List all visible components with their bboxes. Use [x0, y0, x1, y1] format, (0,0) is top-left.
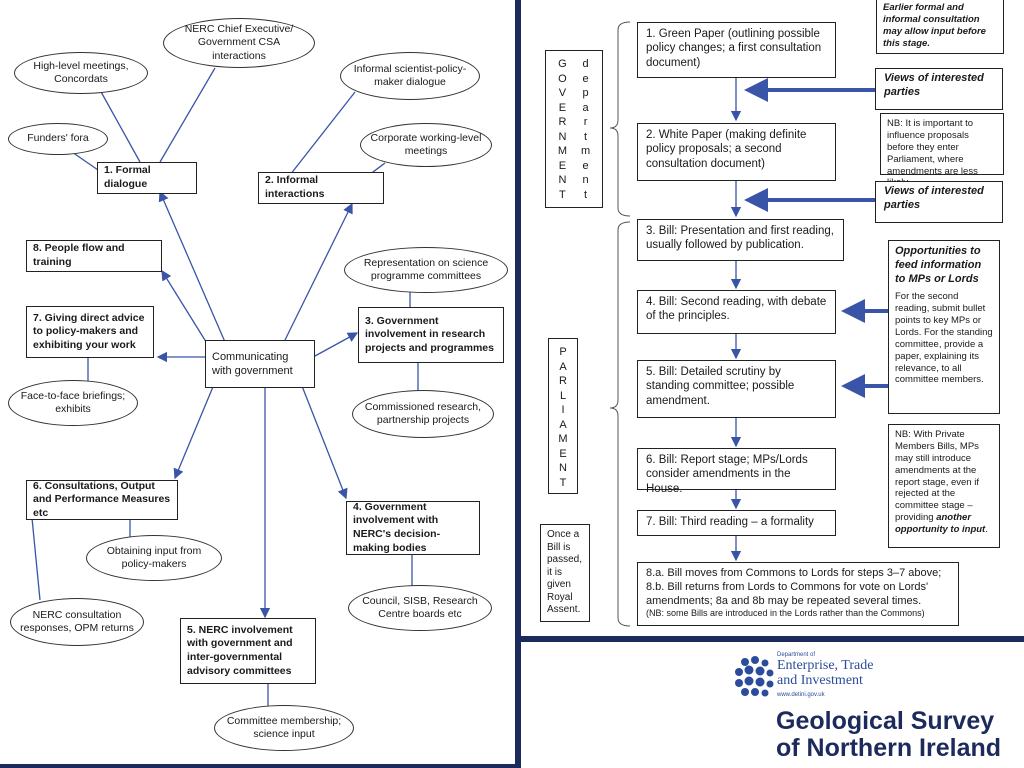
step-8b-text: 8.b. Bill returns from Lords to Commons …	[646, 580, 929, 607]
step-nb-text: (NB: some Bills are introduced in the Lo…	[646, 608, 925, 619]
box-direct-advice: 7. Giving direct advice to policy-makers…	[26, 306, 154, 358]
nb-private-end: .	[985, 524, 988, 535]
step-second-reading: 4. Bill: Second reading, with debate of …	[637, 290, 836, 334]
step-lords-commons: 8.a. Bill moves from Commons to Lords fo…	[637, 562, 959, 626]
opportunities-note: Opportunities to feed information to MPs…	[888, 240, 1000, 414]
step-report-stage: 6. Bill: Report stage; MPs/Lords conside…	[637, 448, 836, 495]
opportunities-title: Opportunities to feed information to MPs…	[895, 245, 982, 285]
ellipse-high-level-meetings: High-level meetings, Concordats	[14, 52, 148, 94]
horizontal-divider	[515, 636, 1024, 642]
step-green-paper: 1. Green Paper (outlining possible polic…	[637, 22, 836, 78]
box-formal-dialogue: 1. Formal dialogue	[97, 162, 197, 194]
box-consultations: 6. Consultations, Output and Performance…	[26, 480, 178, 520]
vertical-divider	[515, 0, 521, 768]
royal-assent-note: Once a Bill is passed, it is given Royal…	[540, 524, 590, 622]
ellipse-nerc-consultation: NERC consultation responses, OPM returns	[10, 598, 144, 646]
nb-private-text: NB: With Private Members Bills, MPs may …	[895, 429, 979, 524]
ellipse-funders-fora: Funders' fora	[8, 123, 108, 155]
views-parties-2: Views of interested parties	[875, 181, 1003, 223]
box-informal-interactions: 2. Informal interactions	[258, 172, 384, 204]
box-people-flow: 8. People flow and training	[26, 240, 162, 272]
step-first-reading: 3. Bill: Presentation and first reading,…	[637, 219, 844, 261]
gsni-title-line-1: Geological Survey	[776, 707, 995, 735]
step-standing-committee: 5. Bill: Detailed scrutiny by standing c…	[637, 360, 836, 418]
step-third-reading: 7. Bill: Third reading – a formality	[637, 510, 836, 536]
ellipse-informal-dialogue: Informal scientist-policy-maker dialogue	[340, 52, 480, 100]
diagram-connectors	[31, 67, 419, 708]
bottom-border	[0, 764, 515, 768]
dept-url: www.detini.gov.uk	[777, 692, 825, 698]
box-decision-bodies: 4. Government involvement with NERC's de…	[346, 501, 480, 555]
ellipse-council-boards: Council, SISB, Research Centre boards et…	[348, 585, 492, 631]
dept-name-line-2: and Investment	[777, 673, 863, 688]
gsni-title-line-2: of Northern Ireland	[776, 734, 1002, 762]
ellipse-representation: Representation on science programme comm…	[344, 247, 508, 293]
ellipse-face-to-face: Face-to-face briefings; exhibits	[8, 380, 138, 426]
step-8a-text: 8.a. Bill moves from Commons to Lords fo…	[646, 567, 942, 579]
flow-connectors	[609, 21, 888, 627]
views-parties-1: Views of interested parties	[875, 68, 1003, 110]
earlier-consultation-note: Earlier formal and informal consultation…	[876, 0, 1004, 54]
dept-name-line-1: Enterprise, Trade	[777, 658, 874, 673]
dept-name: Enterprise, Trade and Investment	[777, 658, 873, 688]
ellipse-committee-membership: Committee membership; science input	[214, 705, 354, 751]
box-advisory-committees: 5. NERC involvement with government and …	[180, 618, 316, 684]
ellipse-nerc-chief-executive: NERC Chief Executive/ Government CSA int…	[163, 18, 315, 68]
nb-private-members-note: NB: With Private Members Bills, MPs may …	[888, 424, 1000, 548]
ellipse-commissioned-research: Commissioned research, partnership proje…	[352, 390, 494, 438]
nb-private-emphasis: another opportunity to input	[895, 512, 986, 535]
box-research-projects: 3. Government involvement in research pr…	[358, 307, 504, 363]
ellipse-corporate-meetings: Corporate working-level meetings	[360, 123, 492, 167]
step-white-paper: 2. White Paper (making definite policy p…	[637, 123, 836, 181]
opportunities-body: For the second reading, submit bullet po…	[895, 291, 993, 386]
center-communicating: Communicating with government	[205, 340, 315, 388]
gsni-title: Geological Survey of Northern Ireland	[776, 708, 1001, 762]
dept-small-label: Department of	[777, 652, 816, 658]
ellipse-obtaining-input: Obtaining input from policy-makers	[86, 535, 222, 581]
